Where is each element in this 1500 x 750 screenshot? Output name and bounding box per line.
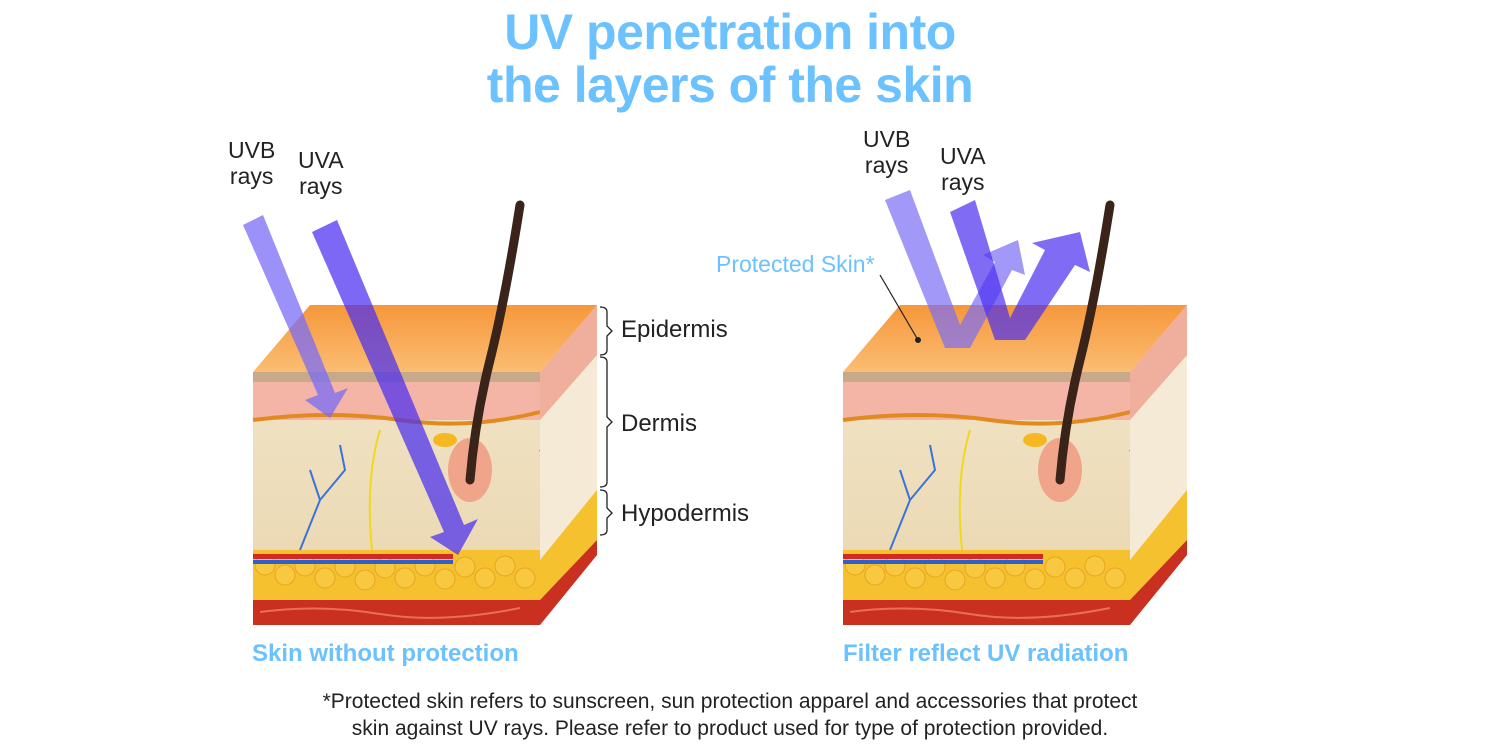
page-title: UV penetration into the layers of the sk… [380, 6, 1080, 112]
dermis-label: Dermis [621, 410, 697, 437]
hypodermis-label: Hypodermis [621, 500, 750, 527]
footnote-line-1: *Protected skin refers to sunscreen, sun… [322, 690, 1138, 713]
uvb-label-line1: UVB [863, 126, 911, 152]
uva-arrow-reflected [950, 200, 1090, 340]
protected-skin-pointer [879, 274, 919, 341]
uva-label-line2: rays [941, 169, 985, 195]
layer-brackets [599, 306, 613, 536]
uvb-label-line2: rays [229, 163, 274, 189]
protected-skin-label: Protected Skin* [716, 251, 875, 277]
uvb-arrow-penetrating [243, 215, 348, 418]
footnote: *Protected skin refers to sunscreen, sun… [250, 688, 1210, 742]
uvb-label-right: UVB rays [863, 126, 910, 178]
pointer-dot [915, 337, 921, 343]
uva-label-right: UVA rays [940, 143, 986, 195]
uvb-label-line2: rays [864, 152, 909, 178]
epidermis-label: Epidermis [621, 316, 728, 343]
uva-label-line1: UVA [940, 143, 986, 169]
caption-protected: Filter reflect UV radiation [843, 640, 1129, 667]
uvb-label-line1: UVB [228, 137, 276, 163]
title-line-1: UV penetration into [504, 4, 956, 60]
skin-block-unprotected [253, 205, 597, 625]
title-line-2: the layers of the skin [486, 57, 974, 113]
uva-label-line1: UVA [298, 147, 344, 173]
uva-label-line2: rays [299, 173, 343, 199]
footnote-line-2: skin against UV rays. Please refer to pr… [351, 717, 1109, 740]
uvb-label-left: UVB rays [228, 137, 275, 189]
uva-label-left: UVA rays [298, 147, 344, 199]
caption-unprotected: Skin without protection [252, 640, 519, 667]
uva-arrow-penetrating [312, 220, 478, 555]
